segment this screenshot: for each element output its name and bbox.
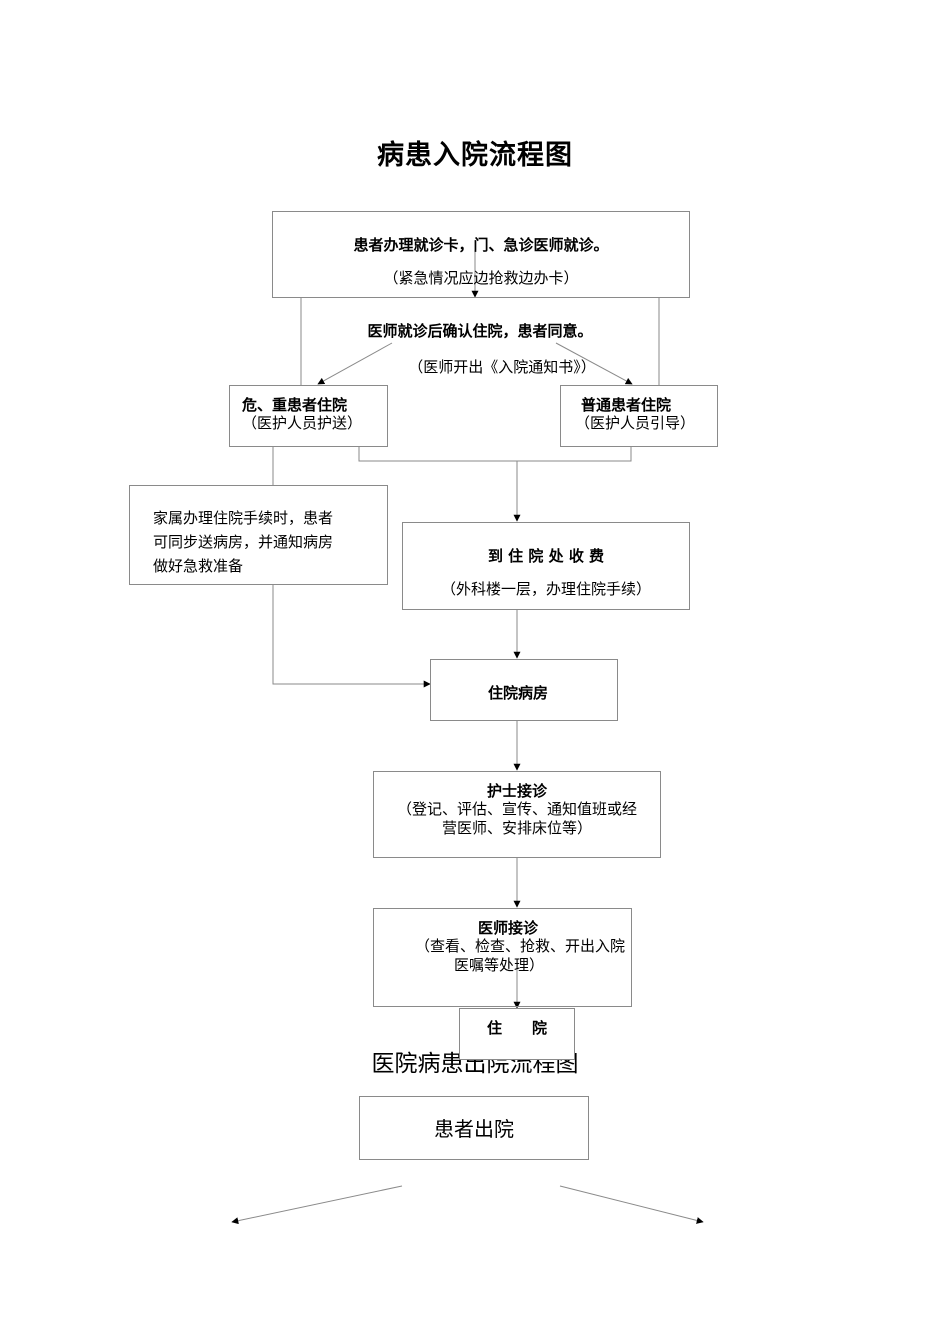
node-nurse-line2: （登记、评估、宣传、通知值班或经 (396, 800, 637, 818)
arrow-to-ward-left (272, 585, 431, 688)
node-nurse-line1: 护士接诊 (486, 782, 547, 800)
node-critical-line2: （医护人员护送） (242, 414, 363, 432)
node-normal-line1: 普通患者住院 (581, 396, 672, 414)
node-nurse: 护士接诊 （登记、评估、宣传、通知值班或经 营医师、安排床位等） (373, 771, 661, 858)
node-normal-line2: （医护人员引导） (575, 414, 696, 432)
node-family-line2: 可同步送病房，并通知病房 (153, 533, 334, 551)
arrow-to-normal (555, 342, 633, 385)
node-normal: 普通患者住院 （医护人员引导） (560, 385, 718, 447)
node-visit-line2: （紧急情况应边抢救边办卡） (383, 269, 579, 287)
node-nurse-line3: 营医师、安排床位等） (441, 819, 592, 837)
arrow-to-critical (317, 342, 393, 385)
arrow-discharge-right (559, 1185, 704, 1224)
node-admitted-label: 住 院 (486, 1019, 547, 1037)
node-cashier-line2: （外科楼一层，办理住院手续） (440, 580, 651, 598)
node-doctor: 医师接诊 （查看、检查、抢救、开出入院 医嘱等处理） (373, 908, 632, 1007)
node-discharge: 患者出院 (359, 1096, 589, 1160)
node-visit-line1: 患者办理就诊卡，门、急诊医师就诊。 (353, 236, 609, 254)
node-discharge-label: 患者出院 (434, 1117, 514, 1141)
node-cashier: 到 住 院 处 收 费 （外科楼一层，办理住院手续） (402, 522, 690, 610)
arrow-discharge-left (231, 1185, 403, 1225)
node-critical: 危、重患者住院 （医护人员护送） (229, 385, 388, 447)
node-confirm-line2: （医师开出《入院通知书》） (408, 358, 596, 376)
node-doctor-line2: （查看、检查、抢救、开出入院 (414, 937, 625, 955)
node-critical-line1: 危、重患者住院 (242, 396, 348, 414)
node-doctor-line3: 医嘱等处理） (453, 956, 544, 974)
node-confirm-line1: 医师就诊后确认住院，患者同意。 (367, 322, 593, 340)
node-family: 家属办理住院手续时，患者 可同步送病房，并通知病房 做好急救准备 (129, 485, 388, 585)
node-cashier-line1: 到 住 院 处 收 费 (487, 547, 605, 565)
node-family-line1: 家属办理住院手续时，患者 (153, 509, 334, 527)
node-ward: 住院病房 (430, 659, 618, 721)
page-title: 病患入院流程图 (377, 140, 573, 171)
node-ward-label: 住院病房 (487, 684, 548, 702)
node-family-line3: 做好急救准备 (153, 557, 244, 575)
node-visit: 患者办理就诊卡，门、急诊医师就诊。 （紧急情况应边抢救边办卡） (272, 211, 690, 298)
node-admitted: 住 院 (459, 1008, 575, 1060)
connector-join (358, 447, 632, 462)
node-doctor-line1: 医师接诊 (477, 919, 538, 937)
